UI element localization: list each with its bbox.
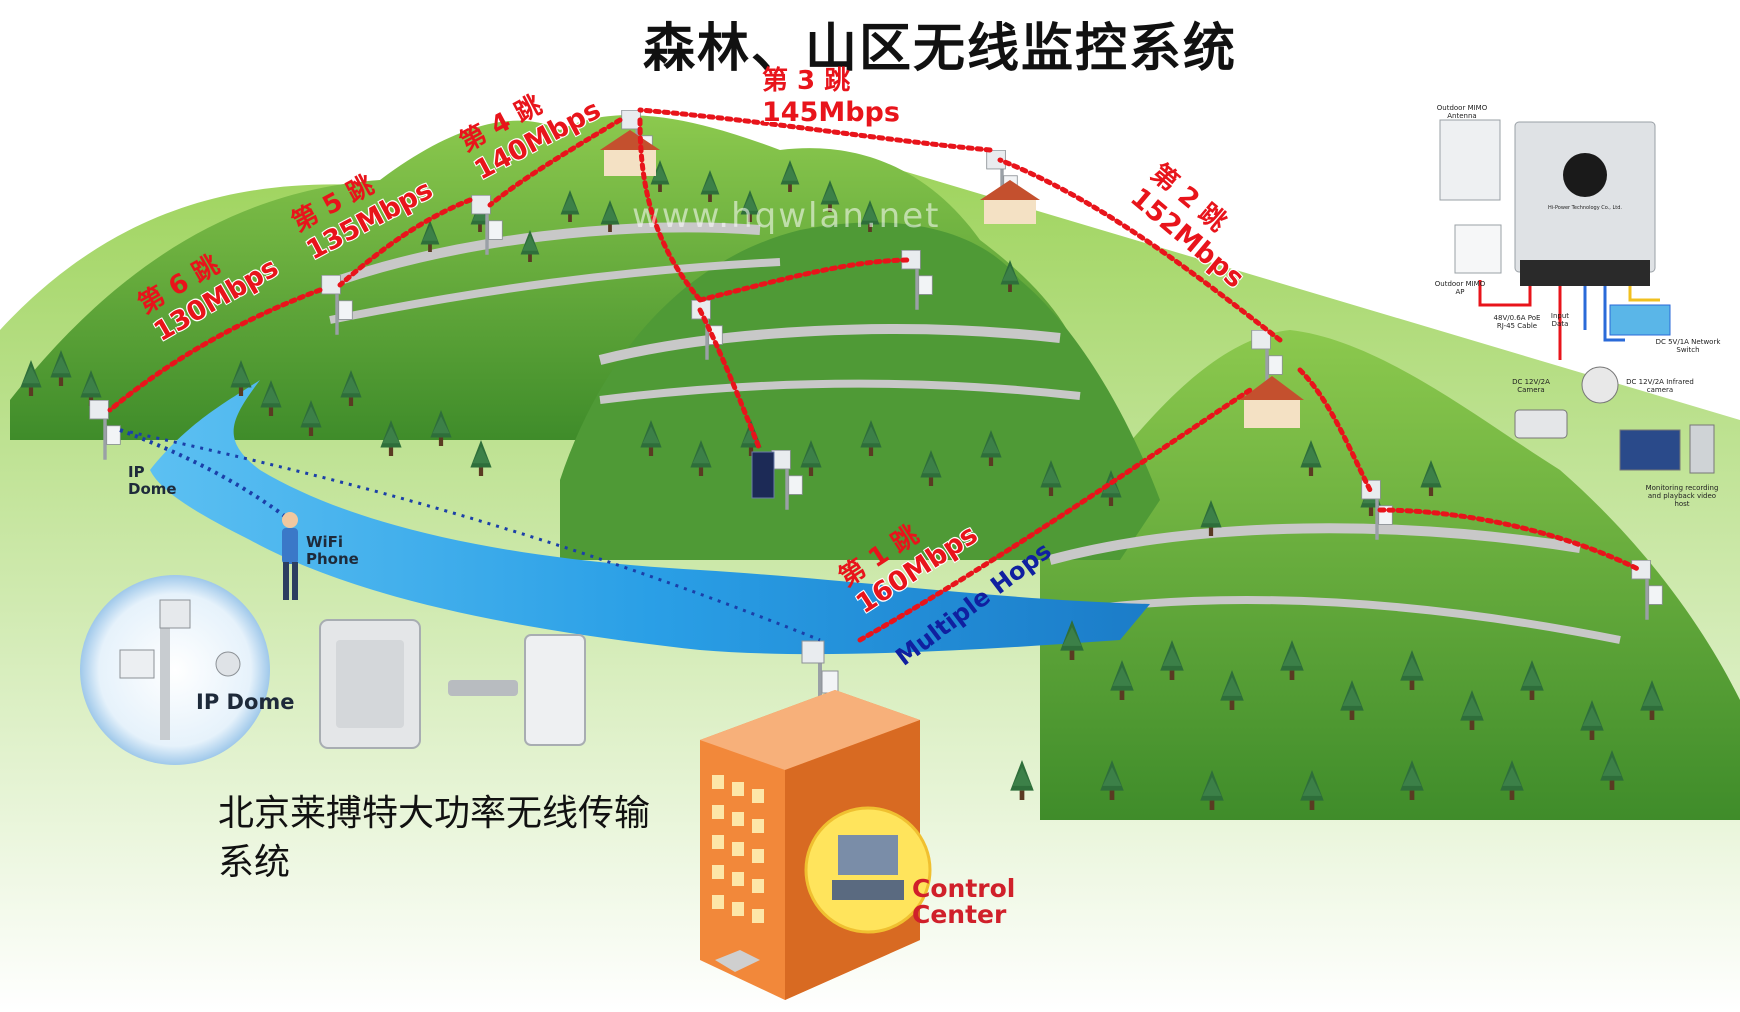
right-hill: [1040, 330, 1740, 820]
hop-links: [107, 107, 1643, 643]
hop-3-rate: 145Mbps: [762, 97, 900, 128]
ip-dome-antenna: [159, 599, 191, 629]
eq-poe-cable: 48V/0.6A PoE RJ-45 Cable: [1493, 314, 1541, 331]
eq-outdoor-mimo-antenna: Outdoor MIMO Antenna: [1436, 104, 1488, 121]
eq-camera: DC 12V/2A Camera: [1512, 378, 1550, 395]
wifi-phone-label: WiFi Phone: [306, 533, 359, 569]
ip-dome-large-label: IP Dome: [196, 690, 295, 714]
control-center-building: [700, 690, 932, 1000]
product-panel-antenna: [319, 619, 421, 749]
eq-input-data: Input Data: [1550, 312, 1570, 329]
ip-dome-small-label: IP Dome: [128, 463, 177, 498]
wifi-phone-user: [282, 512, 298, 600]
eq-infrared-camera: DC 12V/2A Infrared camera: [1626, 378, 1694, 395]
ip-dome-camera: [215, 651, 241, 677]
page-title: 森林、山区无线监控系统: [642, 19, 1237, 79]
product-outdoor-ap: [448, 634, 586, 746]
watermark: www.hqwlan.net: [632, 196, 941, 236]
hop-3-number: 第 3 跳: [762, 66, 851, 96]
ip-dome-box: [119, 649, 155, 679]
ip-dome-pole: [160, 600, 170, 740]
eq-network-switch: DC 5V/1A Network Switch: [1655, 338, 1721, 355]
eq-brand: Hi-Power Technology Co., Ltd.: [1548, 205, 1622, 211]
control-center-label: Control Center: [912, 874, 1016, 930]
eq-monitoring-host: Monitoring recording and playback video …: [1645, 484, 1719, 509]
equipment-schematic: [1439, 119, 1715, 474]
ip-dome-callout: [80, 575, 270, 765]
company-caption: 北京莱搏特大功率无线传输系统: [218, 793, 651, 883]
houses: [600, 130, 1304, 428]
eq-outdoor-mimo-ap: Outdoor MIMO AP: [1434, 280, 1486, 297]
solar-panel: [751, 451, 775, 499]
river: [150, 380, 1150, 655]
hop-3-label: 第 3 跳 145Mbps: [762, 60, 900, 128]
